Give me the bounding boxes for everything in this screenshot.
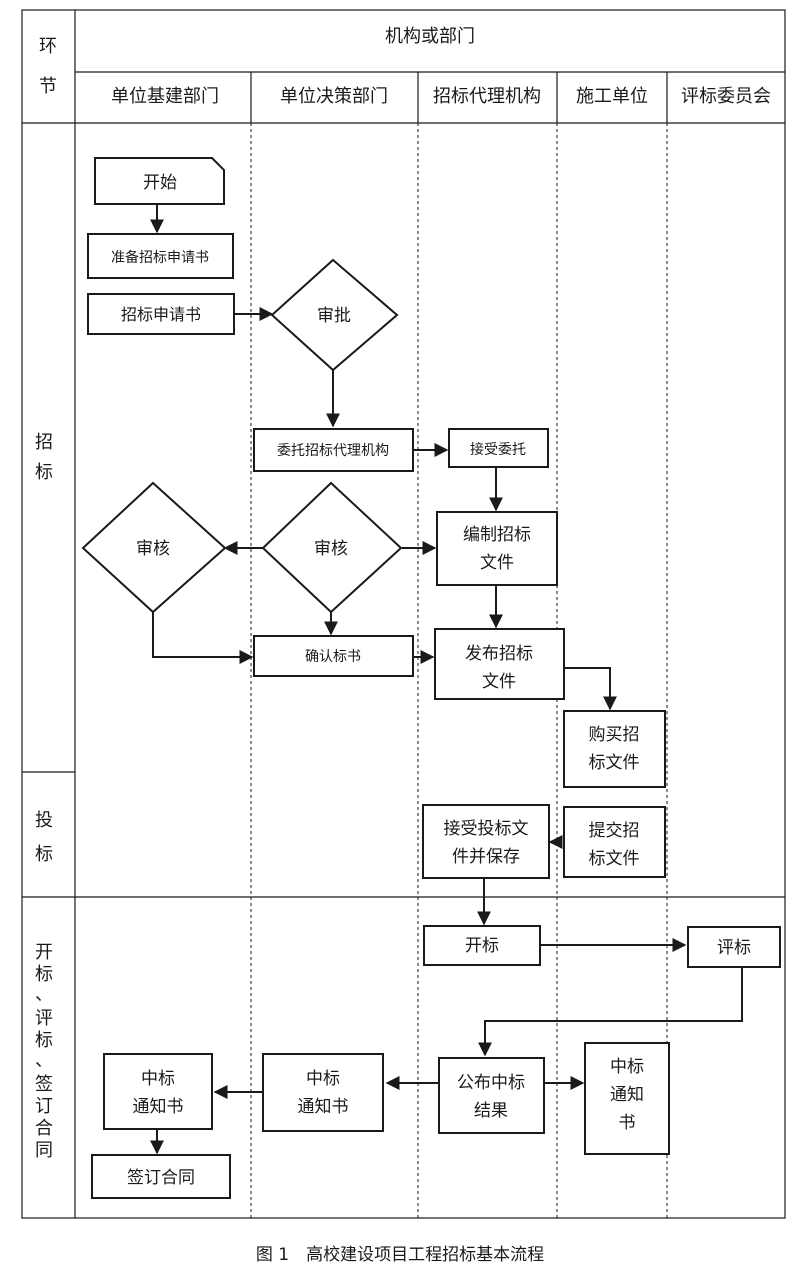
approve-label: 审批 (317, 306, 351, 326)
submit-label-2: 标文件 (589, 849, 640, 869)
publish-label-1: 发布招标 (465, 644, 533, 664)
arrow-publish-buy (565, 667, 617, 711)
evaluate-label: 评标 (717, 938, 751, 958)
stage-open-1a: 开 (35, 942, 53, 963)
accept-entrust-label: 接受委托 (470, 441, 526, 458)
receive-label-2: 件并保存 (452, 847, 520, 867)
entrust-box (253, 428, 414, 472)
buy-label-2: 标文件 (589, 753, 640, 773)
start-label: 开始 (143, 173, 177, 193)
review-decision-label: 审核 (314, 539, 348, 559)
sign-box (91, 1154, 231, 1199)
stage-open-2a: 评 (35, 1008, 53, 1029)
review-infra-label: 审核 (136, 539, 170, 559)
notice-construction-label-3: 书 (619, 1113, 636, 1133)
stage-open-3a: 签 (35, 1074, 53, 1095)
column-header-committee: 评标委员会 (681, 86, 771, 107)
stage-tender-1: 投 (35, 810, 53, 831)
notice-construction-box (584, 1042, 670, 1155)
stage-open-2c: 、 (35, 1050, 53, 1071)
announce-label-1: 公布中标 (457, 1073, 525, 1093)
buy-label-1: 购买招 (589, 725, 640, 745)
receive-box (422, 804, 550, 879)
start-node (94, 157, 225, 205)
stage-open-1b: 标 (35, 964, 53, 985)
stage-tender-2: 标 (35, 844, 53, 865)
entrust-label: 委托招标代理机构 (277, 443, 389, 459)
notice-infra-label-1: 中标 (141, 1069, 175, 1089)
buy-box (563, 710, 666, 788)
evaluate-box (687, 926, 781, 968)
table-grid (21, 9, 786, 1219)
open-bid-label: 开标 (465, 936, 499, 956)
compile-label-1: 编制招标 (463, 525, 531, 545)
notice-decision-label-2: 通知书 (298, 1097, 349, 1117)
submit-label-1: 提交招 (589, 821, 640, 841)
stage-open-2b: 标 (35, 1030, 53, 1051)
stage-header-2: 节 (39, 76, 57, 97)
review-infra-diamond (81, 481, 227, 614)
column-header-agency: 招标代理机构 (433, 86, 541, 107)
notice-infra-box (103, 1053, 213, 1130)
publish-label-2: 文件 (482, 672, 516, 692)
submit-box (563, 806, 666, 878)
stage-open-3d: 同 (35, 1140, 53, 1161)
review-decision-diamond (261, 481, 403, 614)
notice-infra-label-2: 通知书 (133, 1097, 184, 1117)
notice-decision-label-1: 中标 (306, 1069, 340, 1089)
figure-caption: 图 1 高校建设项目工程招标基本流程 (255, 1245, 545, 1265)
prepare-label: 准备招标申请书 (111, 249, 209, 266)
stage-open-3b: 订 (35, 1096, 53, 1117)
arrow-evaluate-announce (478, 967, 743, 1057)
publish-box (434, 628, 565, 700)
column-header-construction: 施工单位 (576, 86, 648, 107)
stage-open-3c: 合 (35, 1118, 53, 1139)
stage-header-1: 环 (39, 36, 57, 57)
announce-label-2: 结果 (474, 1101, 508, 1121)
org-header: 机构或部门 (385, 26, 475, 47)
stage-open-1c: 、 (35, 984, 53, 1005)
receive-label-1: 接受投标文 (444, 819, 529, 839)
confirm-label: 确认标书 (305, 649, 361, 665)
prepare-box (87, 233, 234, 279)
approve-diamond (270, 258, 399, 372)
stage-bidding-2: 标 (35, 462, 53, 483)
column-header-infra: 单位基建部门 (111, 86, 219, 107)
stage-bidding-1: 招 (35, 432, 53, 453)
connectors (150, 204, 743, 1155)
notice-construction-label-2: 通知 (610, 1085, 644, 1105)
accept-entrust-box (448, 428, 549, 468)
notice-decision-box (262, 1053, 384, 1132)
application-box (87, 293, 235, 335)
stage-open-label: 开 标 、 评 标 、 签 订 合 同 (35, 942, 53, 1161)
announce-box (438, 1057, 545, 1134)
notice-construction-label-1: 中标 (610, 1057, 644, 1077)
compile-label-2: 文件 (480, 553, 514, 573)
sign-label: 签订合同 (127, 1168, 195, 1188)
column-header-decision: 单位决策部门 (280, 86, 388, 107)
arrow-review-infra-confirm (152, 612, 254, 664)
compile-box (436, 511, 558, 586)
confirm-box (253, 635, 414, 677)
application-label: 招标申请书 (121, 305, 201, 324)
open-bid-box (423, 925, 541, 966)
